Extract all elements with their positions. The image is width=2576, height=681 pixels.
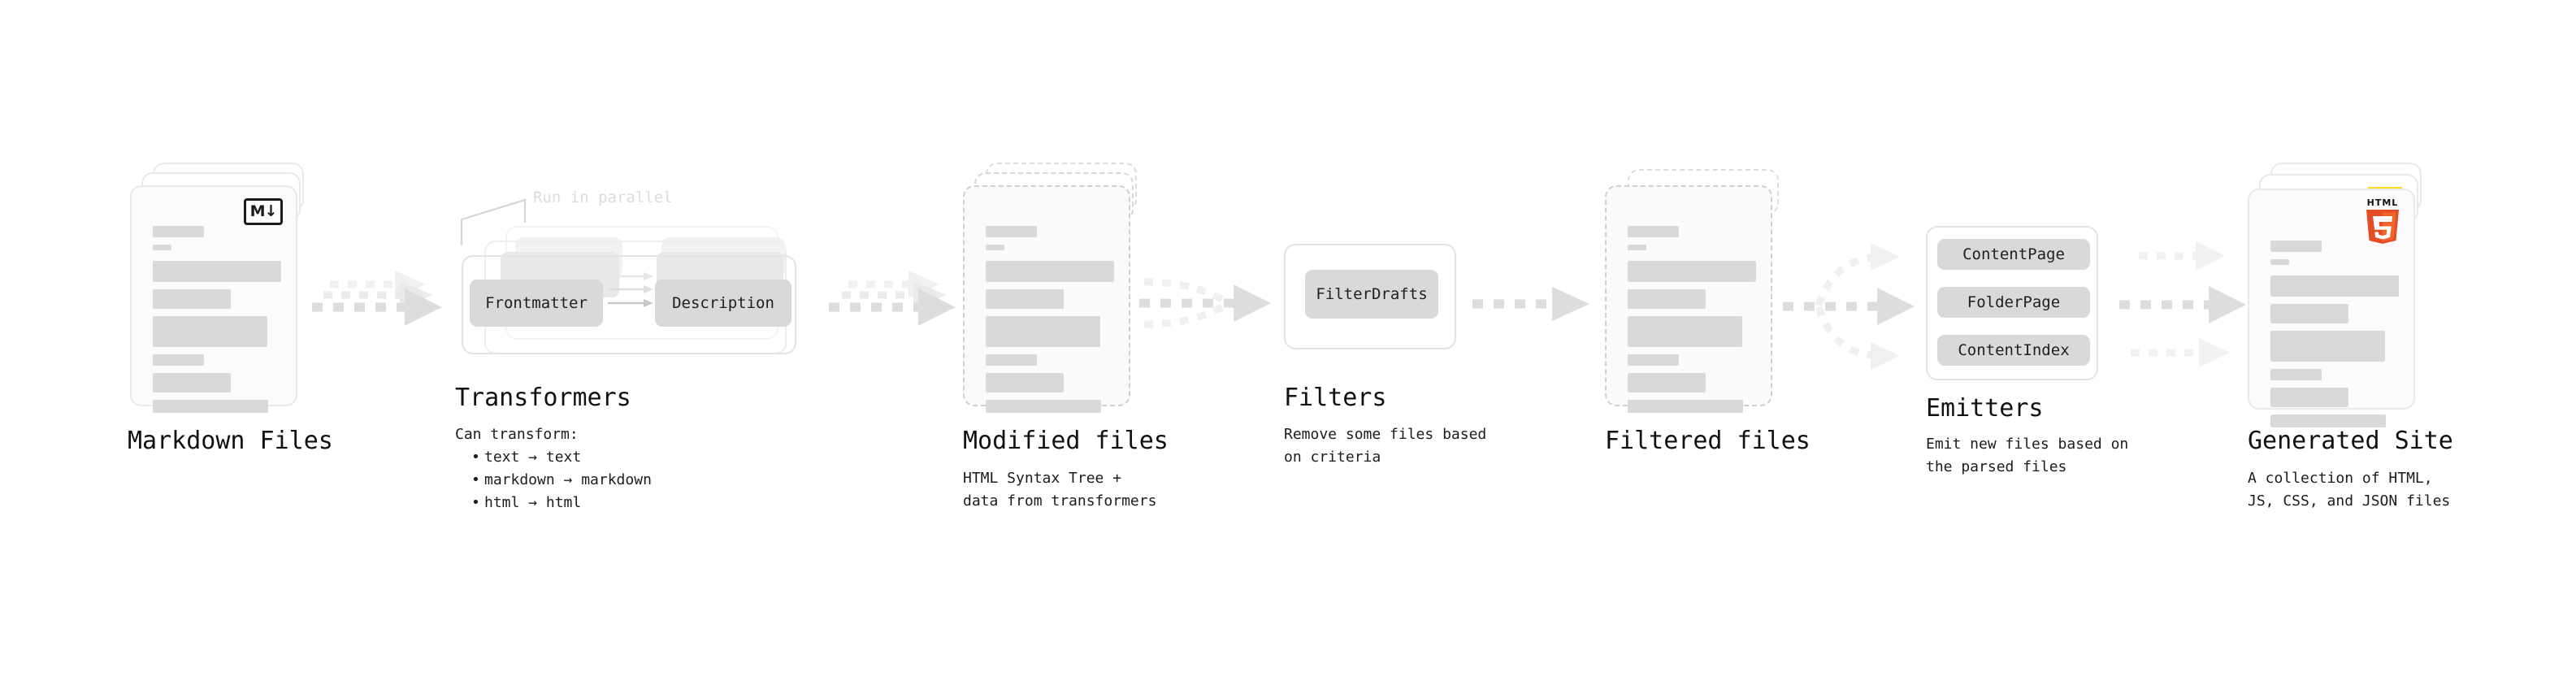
label-filters: Filters [1284, 384, 1387, 412]
transformer-internal-arrows [608, 272, 653, 307]
filter-chip-filterdrafts[interactable]: FilterDrafts [1305, 270, 1438, 319]
transformers-description-heading: Can transform: [455, 426, 579, 443]
document-placeholder-lines [2270, 241, 2399, 435]
placeholder-line [986, 400, 1101, 413]
label-filtered-files: Filtered files [1605, 427, 1811, 455]
stage-transformers: Run in parallel Frontmatter Description [455, 189, 829, 354]
filters-description: Remove some files based on criteria [1284, 426, 1487, 466]
arrow-markdown-to-transformers [312, 271, 442, 326]
transformers-box [462, 255, 796, 354]
placeholder-line [2270, 275, 2399, 297]
markdown-card-front: M↓ [130, 185, 297, 413]
modified-card-front [963, 185, 1130, 413]
arrow-modified-to-filters [1139, 278, 1271, 328]
modified-files-description: HTML Syntax Tree + data from transformer… [963, 470, 1157, 510]
emitter-chip-contentindex[interactable]: ContentIndex [1937, 335, 2090, 366]
placeholder-line [986, 354, 1037, 366]
emitters-description: Emit new files based on the parsed files [1926, 436, 2129, 475]
filtered-card-front [1605, 185, 1772, 413]
label-markdown-files: Markdown Files [128, 427, 333, 455]
placeholder-line [1628, 354, 1679, 366]
placeholder-line [986, 316, 1100, 347]
document-placeholder-lines [153, 226, 281, 420]
filters-box: FilterDrafts [1284, 244, 1456, 349]
placeholder-line [1628, 226, 1679, 237]
site-card-front: HTML [2248, 189, 2415, 427]
placeholder-line [153, 400, 268, 413]
placeholder-line [1628, 289, 1706, 309]
placeholder-line [986, 261, 1114, 282]
markdown-file-stack: M↓ M↓ M↓ [130, 163, 317, 414]
run-in-parallel-label: Run in parallel [533, 189, 673, 206]
placeholder-line [153, 245, 171, 250]
placeholder-line [1628, 400, 1743, 413]
placeholder-line [2270, 241, 2322, 252]
markdown-icon: M↓ [244, 198, 283, 225]
emitter-chip-contentpage[interactable]: ContentPage [1937, 239, 2090, 270]
list-item: text → text [471, 446, 652, 469]
placeholder-line [1628, 373, 1706, 393]
label-emitters: Emitters [1926, 394, 2044, 423]
transformers-transform-list: text → text markdown → markdown html → h… [468, 446, 652, 514]
placeholder-line [153, 226, 204, 237]
emitters-box: ContentPage FolderPage ContentIndex [1926, 226, 2098, 380]
placeholder-line [986, 289, 1064, 309]
list-item: html → html [471, 492, 652, 514]
placeholder-line [1628, 261, 1756, 282]
placeholder-line [2270, 259, 2289, 265]
placeholder-line [153, 261, 281, 282]
placeholder-line [1628, 316, 1742, 347]
placeholder-line [1628, 245, 1646, 250]
arrow-transformers-to-modified [829, 271, 956, 326]
list-item: markdown → markdown [471, 469, 652, 492]
placeholder-line [2270, 331, 2385, 362]
placeholder-line [2270, 388, 2348, 407]
html5-shield [2366, 210, 2399, 244]
arrow-filtered-to-emitters [1783, 243, 1915, 370]
placeholder-line [2270, 304, 2348, 323]
arrow-emitters-to-site [2119, 241, 2246, 367]
transformer-chip-frontmatter[interactable]: Frontmatter [470, 280, 603, 327]
emitter-chip-folderpage[interactable]: FolderPage [1937, 287, 2090, 318]
arrow-filters-to-filtered [1472, 287, 1589, 321]
placeholder-line [986, 245, 1004, 250]
label-generated-site: Generated Site [2248, 427, 2453, 455]
generated-site-description: A collection of HTML, JS, CSS, and JSON … [2248, 470, 2451, 510]
stage-filtered-files [1605, 163, 1792, 414]
placeholder-line [2270, 369, 2322, 380]
placeholder-line [2270, 414, 2386, 427]
label-modified-files: Modified files [963, 427, 1169, 455]
placeholder-line [153, 316, 267, 347]
stage-markdown-files: M↓ M↓ M↓ [130, 163, 317, 414]
document-placeholder-lines [986, 226, 1114, 420]
placeholder-line [986, 373, 1064, 393]
placeholder-line [153, 373, 231, 393]
stage-modified-files [963, 163, 1150, 414]
placeholder-line [153, 289, 231, 309]
stage-generated-site: CSS HTML [2248, 163, 2435, 427]
transformer-chip-description[interactable]: Description [655, 280, 791, 327]
document-placeholder-lines [1628, 226, 1756, 420]
html5-icon: HTML [2361, 198, 2404, 244]
label-transformers: Transformers [455, 384, 631, 412]
placeholder-line [986, 226, 1037, 237]
placeholder-line [153, 354, 204, 366]
html5-wordmark: HTML [2366, 197, 2399, 208]
run-in-parallel-bracket [460, 198, 527, 245]
